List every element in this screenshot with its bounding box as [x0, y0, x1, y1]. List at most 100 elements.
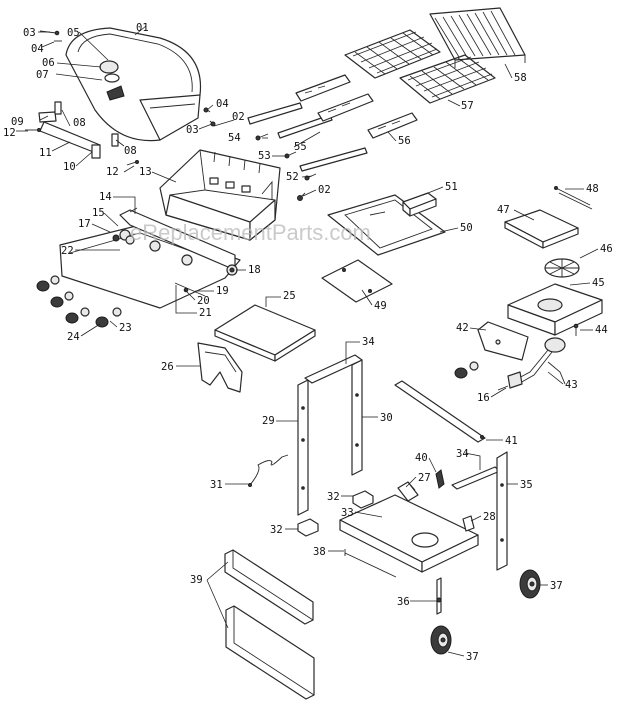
callout-25: 25 — [283, 290, 296, 302]
callout-56: 56 — [398, 135, 411, 147]
lid-logo-part — [106, 85, 125, 101]
callout-02-top: 02 — [232, 111, 245, 123]
cart-crossbar-back — [394, 380, 486, 443]
warming-rack — [429, 7, 526, 68]
bracket-32-lower — [297, 518, 319, 537]
callout-40: 40 — [415, 452, 428, 464]
callout-32-lower: 32 — [270, 524, 283, 536]
callout-27: 27 — [418, 472, 431, 484]
callout-10: 10 — [63, 161, 76, 173]
callout-41: 41 — [505, 435, 518, 447]
callout-38: 38 — [313, 546, 326, 558]
burner-tubes — [247, 102, 368, 181]
callout-07: 07 — [36, 69, 49, 81]
callout-26: 26 — [161, 361, 174, 373]
support-rod — [344, 549, 397, 578]
wheel-right — [519, 569, 541, 599]
side-burner-tube — [497, 337, 566, 391]
cabinet-panel-upper — [224, 549, 314, 625]
callout-44: 44 — [595, 324, 608, 336]
callout-34-lower: 34 — [456, 448, 469, 460]
thermometer-part — [99, 60, 120, 83]
callout-01: 01 — [136, 22, 149, 34]
side-burner-lid — [504, 209, 579, 249]
bracket-28 — [462, 515, 475, 532]
heat-shields — [295, 74, 418, 139]
side-burner-knob — [454, 361, 479, 379]
callout-16: 16 — [477, 392, 490, 404]
callout-03-mid: 03 — [186, 124, 199, 136]
bracket-32-upper — [352, 490, 374, 509]
callout-39: 39 — [190, 574, 203, 586]
cart-leg-back — [496, 451, 508, 571]
callout-09: 09 — [11, 116, 24, 128]
grease-cup — [402, 192, 437, 217]
leader-lines — [16, 25, 599, 657]
callout-55: 55 — [294, 141, 307, 153]
callout-06: 06 — [42, 57, 55, 69]
callout-19: 19 — [216, 285, 229, 297]
callout-36: 36 — [397, 596, 410, 608]
callout-20: 20 — [197, 295, 210, 307]
callout-45: 45 — [592, 277, 605, 289]
callout-15: 15 — [92, 207, 105, 219]
callout-46: 46 — [600, 243, 613, 255]
callout-21: 21 — [199, 307, 212, 319]
callout-11: 11 — [39, 147, 52, 159]
shelf-bracket — [197, 342, 243, 393]
lid-part — [65, 27, 202, 142]
wheel-lower — [430, 625, 452, 655]
callout-03-top: 03 — [23, 27, 36, 39]
callout-04-mid: 04 — [216, 98, 229, 110]
callout-18: 18 — [248, 264, 261, 276]
callout-12-left: 12 — [3, 127, 16, 139]
drip-pan — [321, 259, 393, 303]
callout-08-mid: 08 — [124, 145, 137, 157]
callout-33: 33 — [341, 507, 354, 519]
cart-crossbar-top — [304, 354, 363, 384]
cabinet-panel-lower — [225, 605, 315, 700]
callout-13: 13 — [139, 166, 152, 178]
valve-manifold — [125, 207, 206, 297]
bracket-40 — [435, 469, 445, 489]
screw-44 — [573, 323, 579, 336]
callout-35: 35 — [520, 479, 533, 491]
callout-42: 42 — [456, 322, 469, 334]
callout-30: 30 — [380, 412, 393, 424]
cart-crossbar-34b — [451, 466, 501, 490]
callout-43: 43 — [565, 379, 578, 391]
callout-24: 24 — [67, 331, 80, 343]
cart-leg-front-left — [297, 379, 309, 516]
callout-57: 57 — [461, 100, 474, 112]
callout-37-lower: 37 — [466, 651, 479, 663]
callout-14: 14 — [99, 191, 112, 203]
watermark-text: eReplacementParts.com — [130, 220, 371, 245]
callout-52: 52 — [286, 171, 299, 183]
callout-23: 23 — [119, 322, 132, 334]
callout-54: 54 — [228, 132, 241, 144]
side-burner-housing — [507, 283, 603, 336]
cooking-grates — [344, 29, 496, 104]
side-burner-panel — [477, 321, 529, 361]
igniter-18 — [226, 264, 238, 276]
firebox-part — [159, 149, 281, 241]
callout-48: 48 — [586, 183, 599, 195]
callout-37-right: 37 — [550, 580, 563, 592]
side-burner-hinge — [554, 186, 593, 210]
caster-post — [436, 577, 442, 615]
control-knobs — [36, 275, 122, 328]
callout-08-left: 08 — [73, 117, 86, 129]
bottom-shelf — [339, 494, 479, 573]
callout-53: 53 — [258, 150, 271, 162]
side-burner-grate — [544, 258, 580, 278]
callout-31: 31 — [210, 479, 223, 491]
callout-29: 29 — [262, 415, 275, 427]
screws-left — [25, 30, 139, 166]
callout-28: 28 — [483, 511, 496, 523]
callout-labels: 01 03 04 05 06 07 08 09 12 11 10 08 12 1… — [3, 22, 613, 663]
callout-58: 58 — [514, 72, 527, 84]
callout-05: 05 — [67, 27, 80, 39]
side-shelf-left — [214, 304, 316, 362]
callout-12-mid: 12 — [106, 166, 119, 178]
